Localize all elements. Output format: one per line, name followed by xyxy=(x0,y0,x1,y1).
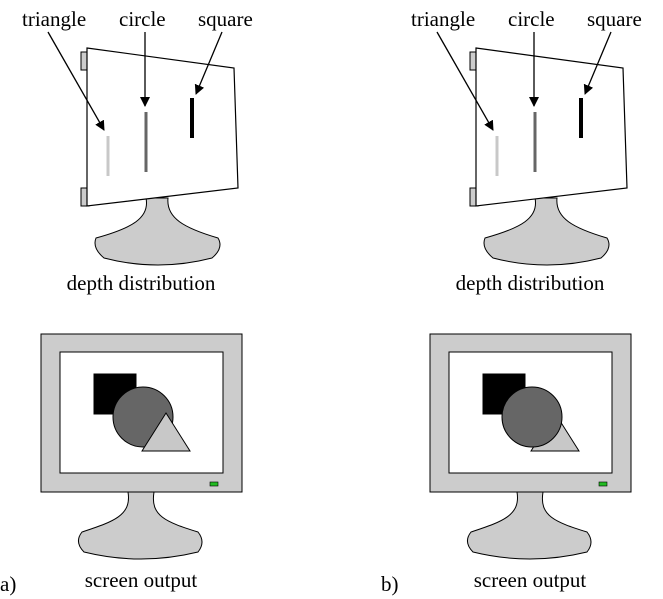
screen-output-caption: screen output xyxy=(474,568,587,592)
square-label: square xyxy=(198,7,253,31)
screen-output-caption: screen output xyxy=(85,568,198,592)
rendered-shapes xyxy=(93,373,191,452)
depth-screen xyxy=(475,47,628,207)
panel-a-label: a) xyxy=(0,572,16,596)
depth-distribution-caption: depth distribution xyxy=(67,271,216,295)
panel-b-label: b) xyxy=(381,572,399,596)
output-monitor xyxy=(40,333,243,560)
circle-shape xyxy=(501,386,563,448)
rendered-shapes xyxy=(482,373,580,452)
triangle-shape xyxy=(141,412,191,452)
depth-stand xyxy=(483,197,610,266)
depth-display xyxy=(469,47,628,266)
panel-b: triangle circle square depth distributio… xyxy=(381,7,642,596)
triangle-label: triangle xyxy=(411,7,475,31)
depth-display xyxy=(80,47,239,266)
output-monitor xyxy=(429,333,632,560)
square-arrow xyxy=(583,31,612,95)
triangle-label: triangle xyxy=(22,7,86,31)
power-led xyxy=(209,481,219,487)
panel-a: triangle circle square depth distributio… xyxy=(0,7,253,596)
depth-distribution-caption: depth distribution xyxy=(456,271,605,295)
power-led xyxy=(598,481,608,487)
output-stand xyxy=(78,491,203,560)
triangle-arrow xyxy=(47,31,105,131)
circle-label: circle xyxy=(508,7,555,31)
triangle-arrow xyxy=(436,31,494,131)
depth-stand xyxy=(94,197,221,266)
output-stand xyxy=(467,491,592,560)
square-label: square xyxy=(587,7,642,31)
depth-screen xyxy=(86,47,239,207)
square-arrow xyxy=(194,31,223,95)
circle-label: circle xyxy=(119,7,166,31)
